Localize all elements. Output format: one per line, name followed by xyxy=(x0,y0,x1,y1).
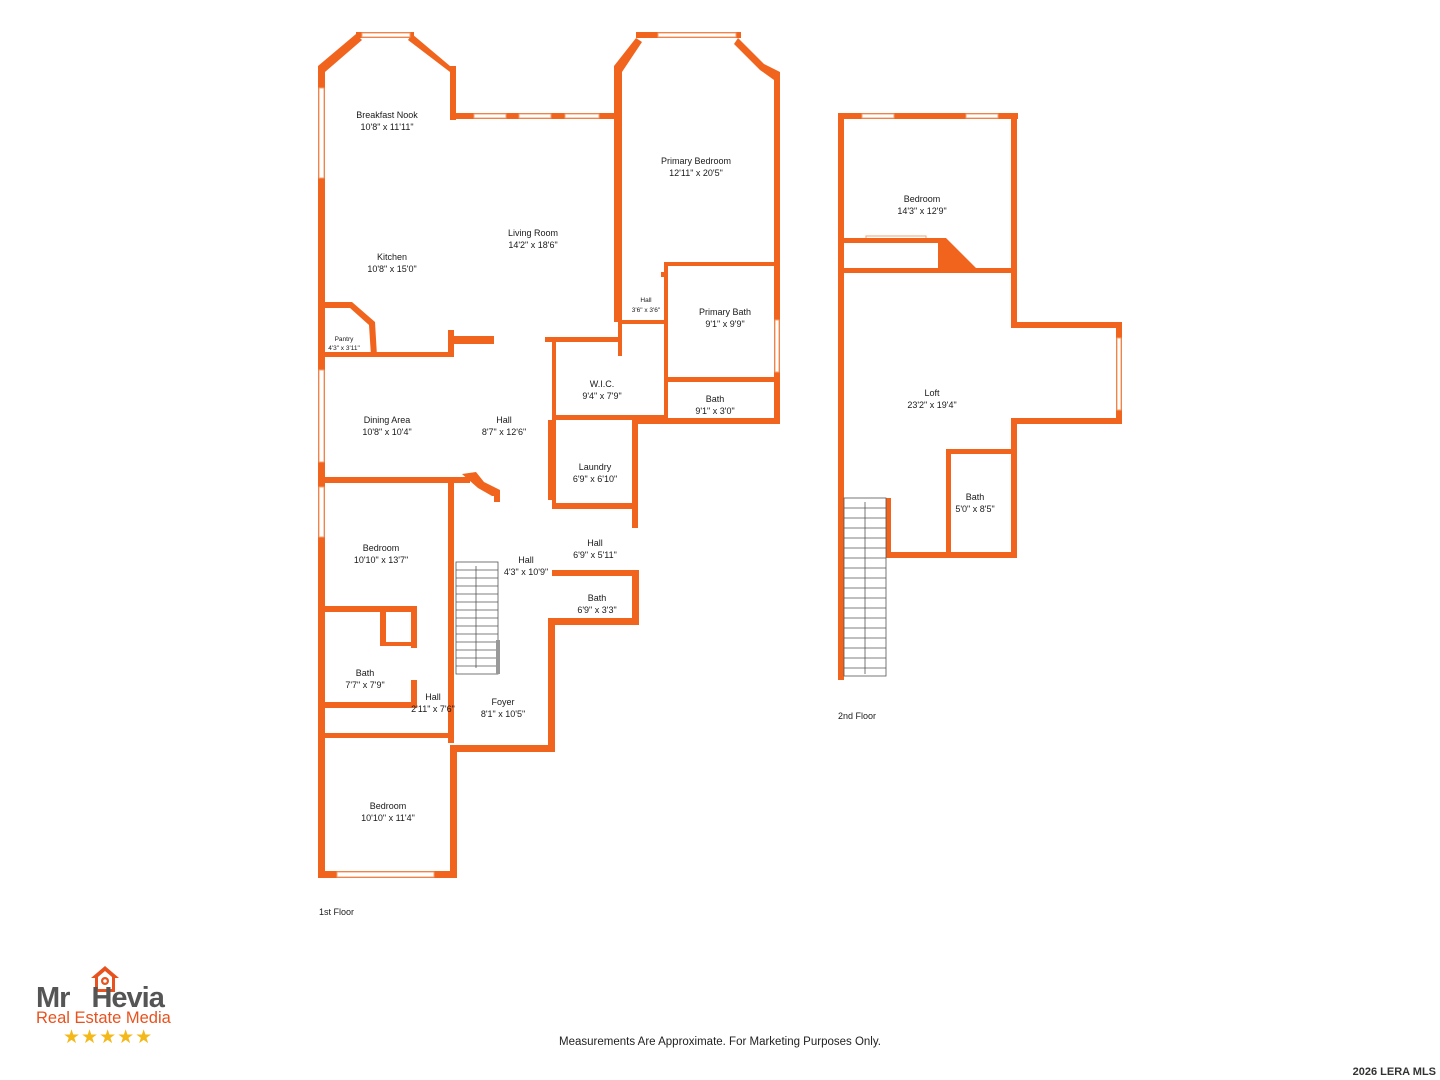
room-name: Bath xyxy=(356,668,375,678)
room-size: 23'2" x 19'4" xyxy=(907,400,956,410)
logo-stars: ★★★★★ xyxy=(63,1027,154,1048)
room-size: 10'10" x 11'4" xyxy=(361,813,415,823)
second-floor-stairs xyxy=(843,497,887,677)
room-size: 3'6" x 3'6" xyxy=(632,307,661,314)
room-name: Bath xyxy=(966,492,985,502)
first-floor-windows xyxy=(318,32,927,878)
logo-subtitle: Real Estate Media xyxy=(36,1009,171,1027)
room-name: Foyer xyxy=(491,697,514,707)
room-name: Bedroom xyxy=(363,543,400,553)
floor-label-second: 2nd Floor xyxy=(838,711,876,721)
room-size: 9'1" x 3'0" xyxy=(695,406,734,416)
room-name: Hall xyxy=(425,692,441,702)
disclaimer-text: Measurements Are Approximate. For Market… xyxy=(559,1036,881,1048)
room-size: 9'1" x 9'9" xyxy=(705,319,744,329)
room-size: 4'3" x 10'9" xyxy=(504,567,548,577)
room-name: Hall xyxy=(496,415,512,425)
floor-label-first: 1st Floor xyxy=(319,907,354,917)
room-name: Hall xyxy=(640,297,652,304)
room-size: 10'8" x 11'11" xyxy=(360,122,413,132)
room-name: Hall xyxy=(518,555,534,565)
room-size: 7'7" x 7'9" xyxy=(345,680,384,690)
room-size: 9'4" x 7'9" xyxy=(582,391,621,401)
room-name: W.I.C. xyxy=(590,379,615,389)
first-floor-stairs xyxy=(455,561,500,675)
room-size: 10'10" x 13'7" xyxy=(354,555,408,565)
room-size: 10'8" x 10'4" xyxy=(362,427,411,437)
room-labels: Breakfast Nook 10'8" x 11'11" Kitchen 10… xyxy=(319,110,995,917)
floor-plan: Breakfast Nook 10'8" x 11'11" Kitchen 10… xyxy=(318,32,1122,917)
logo-wordmark: Mr Hevia xyxy=(36,982,165,1015)
second-floor-windows xyxy=(861,113,1122,411)
room-name: Hall xyxy=(587,538,603,548)
copyright-text: 2026 LERA MLS xyxy=(1352,1066,1436,1078)
room-size: 4'3" x 3'11" xyxy=(328,345,360,352)
room-size: 14'2" x 18'6" xyxy=(508,240,557,250)
room-size: 8'1" x 10'5" xyxy=(481,709,525,719)
room-size: 6'9" x 3'3" xyxy=(577,605,616,615)
room-name: Bedroom xyxy=(370,801,407,811)
room-size: 6'9" x 6'10" xyxy=(573,474,617,484)
first-floor-walls xyxy=(318,32,780,878)
logo-name-part1: Mr xyxy=(36,982,70,1014)
room-name: Primary Bedroom xyxy=(661,156,731,166)
room-name: Dining Area xyxy=(364,415,411,425)
room-name: Laundry xyxy=(579,462,612,472)
room-size: 10'8" x 15'0" xyxy=(367,264,416,274)
room-size: 6'9" x 5'11" xyxy=(573,550,617,560)
room-size: 14'3" x 12'9" xyxy=(897,206,946,216)
room-name: Breakfast Nook xyxy=(356,110,418,120)
room-name: Kitchen xyxy=(377,252,407,262)
house-camera-icon xyxy=(91,966,119,992)
room-size: 5'0" x 8'5" xyxy=(955,504,994,514)
room-size: 12'11" x 20'5" xyxy=(669,168,723,178)
room-name: Primary Bath xyxy=(699,307,751,317)
company-logo: Mr Hevia Real Estate Media ★★★★★ xyxy=(36,966,206,1048)
room-name: Pantry xyxy=(335,336,355,343)
room-name: Bath xyxy=(706,394,725,404)
room-name: Bedroom xyxy=(904,194,941,204)
room-size: 2'11" x 7'6" xyxy=(411,704,455,714)
logo-name-part2: Hevia xyxy=(91,982,164,1014)
room-name: Living Room xyxy=(508,228,558,238)
room-size: 8'7" x 12'6" xyxy=(482,427,526,437)
room-name: Loft xyxy=(924,388,940,398)
room-name: Bath xyxy=(588,593,607,603)
